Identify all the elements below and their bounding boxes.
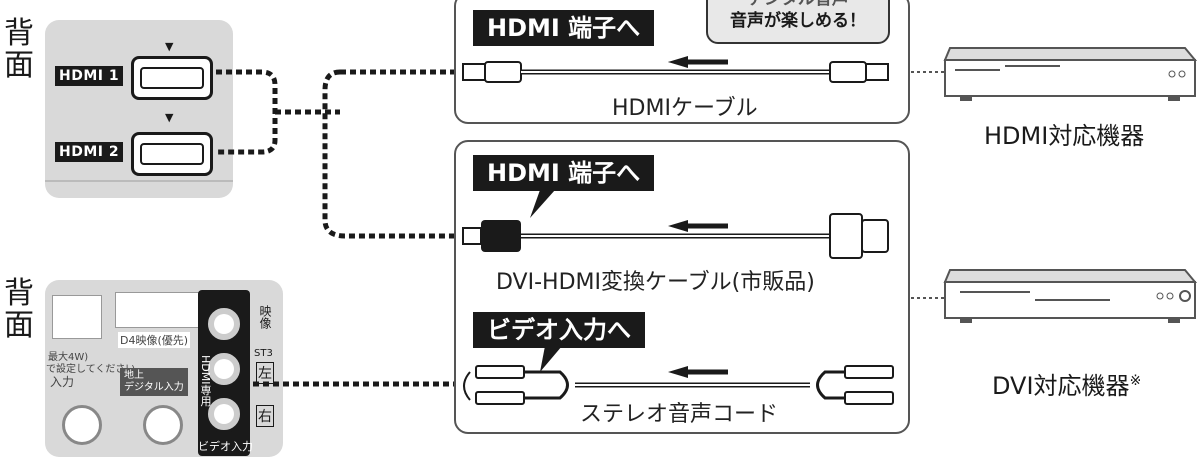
hdmi1-port[interactable] xyxy=(131,56,213,100)
lan-port xyxy=(52,295,102,339)
back-label-bottom: 背面 xyxy=(4,276,34,343)
hdmi-cable-caption: HDMIケーブル xyxy=(612,96,758,121)
dvi-device-label: DVI対応機器※ xyxy=(992,366,1141,401)
bubble-line-2: 音声が楽しめる！ xyxy=(730,11,866,31)
dvi-device-icon xyxy=(943,269,1197,323)
audio-cable-caption: ステレオ音声コード xyxy=(580,402,779,427)
dvi-device-name: DVI対応機器 xyxy=(992,372,1130,400)
video-label: 映像 xyxy=(258,305,272,329)
hdmi-device-icon xyxy=(943,47,1197,101)
hdmi2-tag: HDMI 2 xyxy=(55,142,124,162)
video-jack[interactable] xyxy=(205,305,243,343)
warn-text-2: で設定してください。 xyxy=(46,364,146,375)
dvi-cable-caption: DVI-HDMI変換ケーブル(市販品) xyxy=(496,270,815,295)
audio-left-jack[interactable] xyxy=(205,350,243,388)
terrestrial-label-1: 地上 xyxy=(124,370,144,381)
terrestrial-label-2: デジタル入力 xyxy=(124,382,184,393)
hdmi1-tag: HDMI 1 xyxy=(55,66,124,86)
video-input-label: ビデオ入力 xyxy=(198,440,253,453)
input-text: 入力 xyxy=(50,375,75,389)
triangle-icon: ▼ xyxy=(165,111,174,124)
d4-label: D4映像(優先) xyxy=(118,332,191,348)
dvi-device-note: ※ xyxy=(1129,373,1142,389)
bubble-line-1: デジタル音声 xyxy=(708,0,888,10)
warn-text-1: 最大4W) xyxy=(48,352,89,363)
back-label-top: 背面 xyxy=(4,16,34,83)
st3-label: ST3 xyxy=(254,348,273,359)
panel-edge xyxy=(45,180,233,200)
terrestrial-tag: 地上 デジタル入力 xyxy=(120,368,188,396)
triangle-icon: ▼ xyxy=(165,40,174,53)
hdmi2-port[interactable] xyxy=(131,132,213,176)
audio-right-jack[interactable] xyxy=(205,395,243,433)
hdmi-device-label: HDMI対応機器 xyxy=(984,122,1145,150)
coax-connector xyxy=(62,405,102,445)
hdmi-banner-2: HDMI 端子へ xyxy=(473,155,655,191)
video-input-banner: ビデオ入力へ xyxy=(473,312,645,348)
coax-connector xyxy=(143,405,183,445)
speech-bubble: デジタル音声 音声が楽しめる！ xyxy=(706,0,890,44)
hdmi-only-label: HDMI専用 xyxy=(199,355,212,407)
right-label: 右 xyxy=(256,405,274,427)
hdmi-banner-1: HDMI 端子へ xyxy=(473,10,655,46)
